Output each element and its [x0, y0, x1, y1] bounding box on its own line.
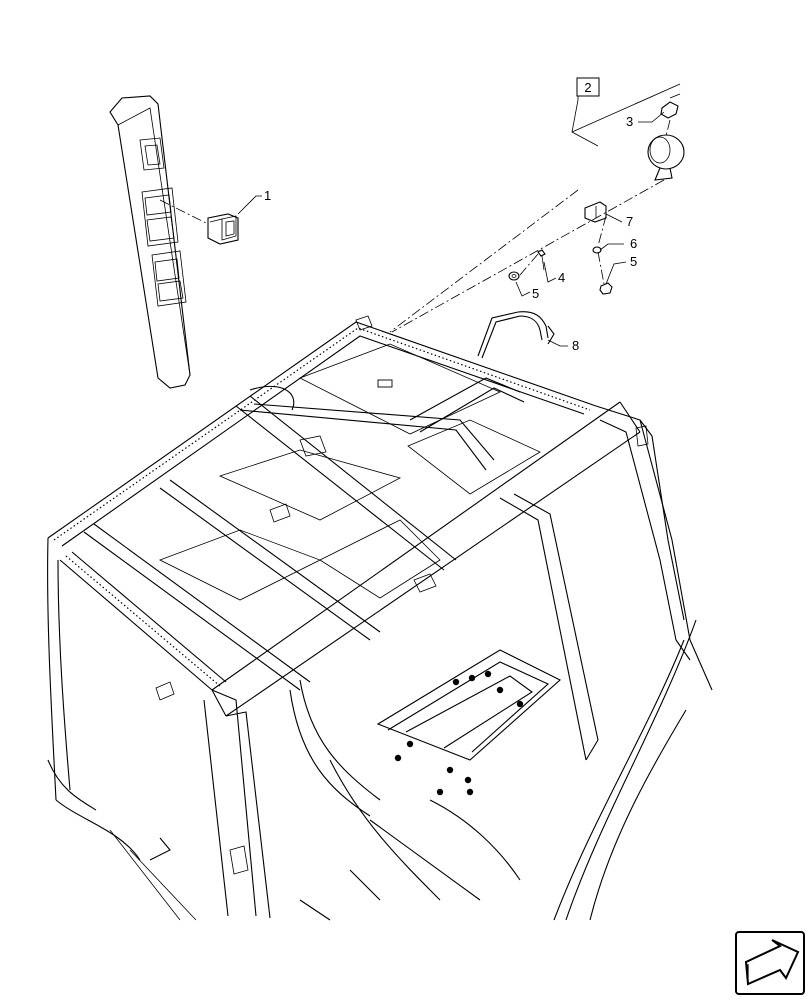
callout-leader-lines — [237, 111, 665, 347]
callout-3[interactable]: 3 — [626, 114, 633, 129]
callout-5-left[interactable]: 5 — [532, 286, 539, 301]
part-8-wire-harness[interactable] — [477, 311, 555, 359]
callout-4[interactable]: 4 — [558, 270, 565, 285]
group-2-bracket-label — [571, 77, 681, 147]
callout-1[interactable]: 1 — [264, 188, 271, 203]
next-page-arrow-icon[interactable] — [735, 931, 805, 995]
assembly-axis-lines — [389, 119, 671, 333]
part-3-nut[interactable] — [660, 93, 681, 119]
part-1-switch[interactable] — [207, 213, 239, 245]
callout-numbers: 2 1 3 7 6 5 4 5 8 — [264, 80, 637, 353]
callout-7[interactable]: 7 — [626, 214, 633, 229]
pillar-trim-panel — [109, 95, 209, 389]
part-5-nut-right[interactable] — [599, 282, 613, 295]
callout-5-right[interactable]: 5 — [630, 254, 637, 269]
group-label[interactable]: 2 — [584, 80, 591, 95]
cab-frame — [47, 315, 713, 921]
callout-8[interactable]: 8 — [572, 338, 579, 353]
callout-6[interactable]: 6 — [630, 236, 637, 251]
part-5-nut-left[interactable] — [508, 271, 520, 281]
part-6-washer[interactable] — [592, 246, 602, 254]
part-7-mounting-bracket[interactable] — [584, 201, 607, 223]
work-lamp[interactable] — [647, 134, 685, 181]
part-4-bolt[interactable] — [537, 249, 546, 271]
